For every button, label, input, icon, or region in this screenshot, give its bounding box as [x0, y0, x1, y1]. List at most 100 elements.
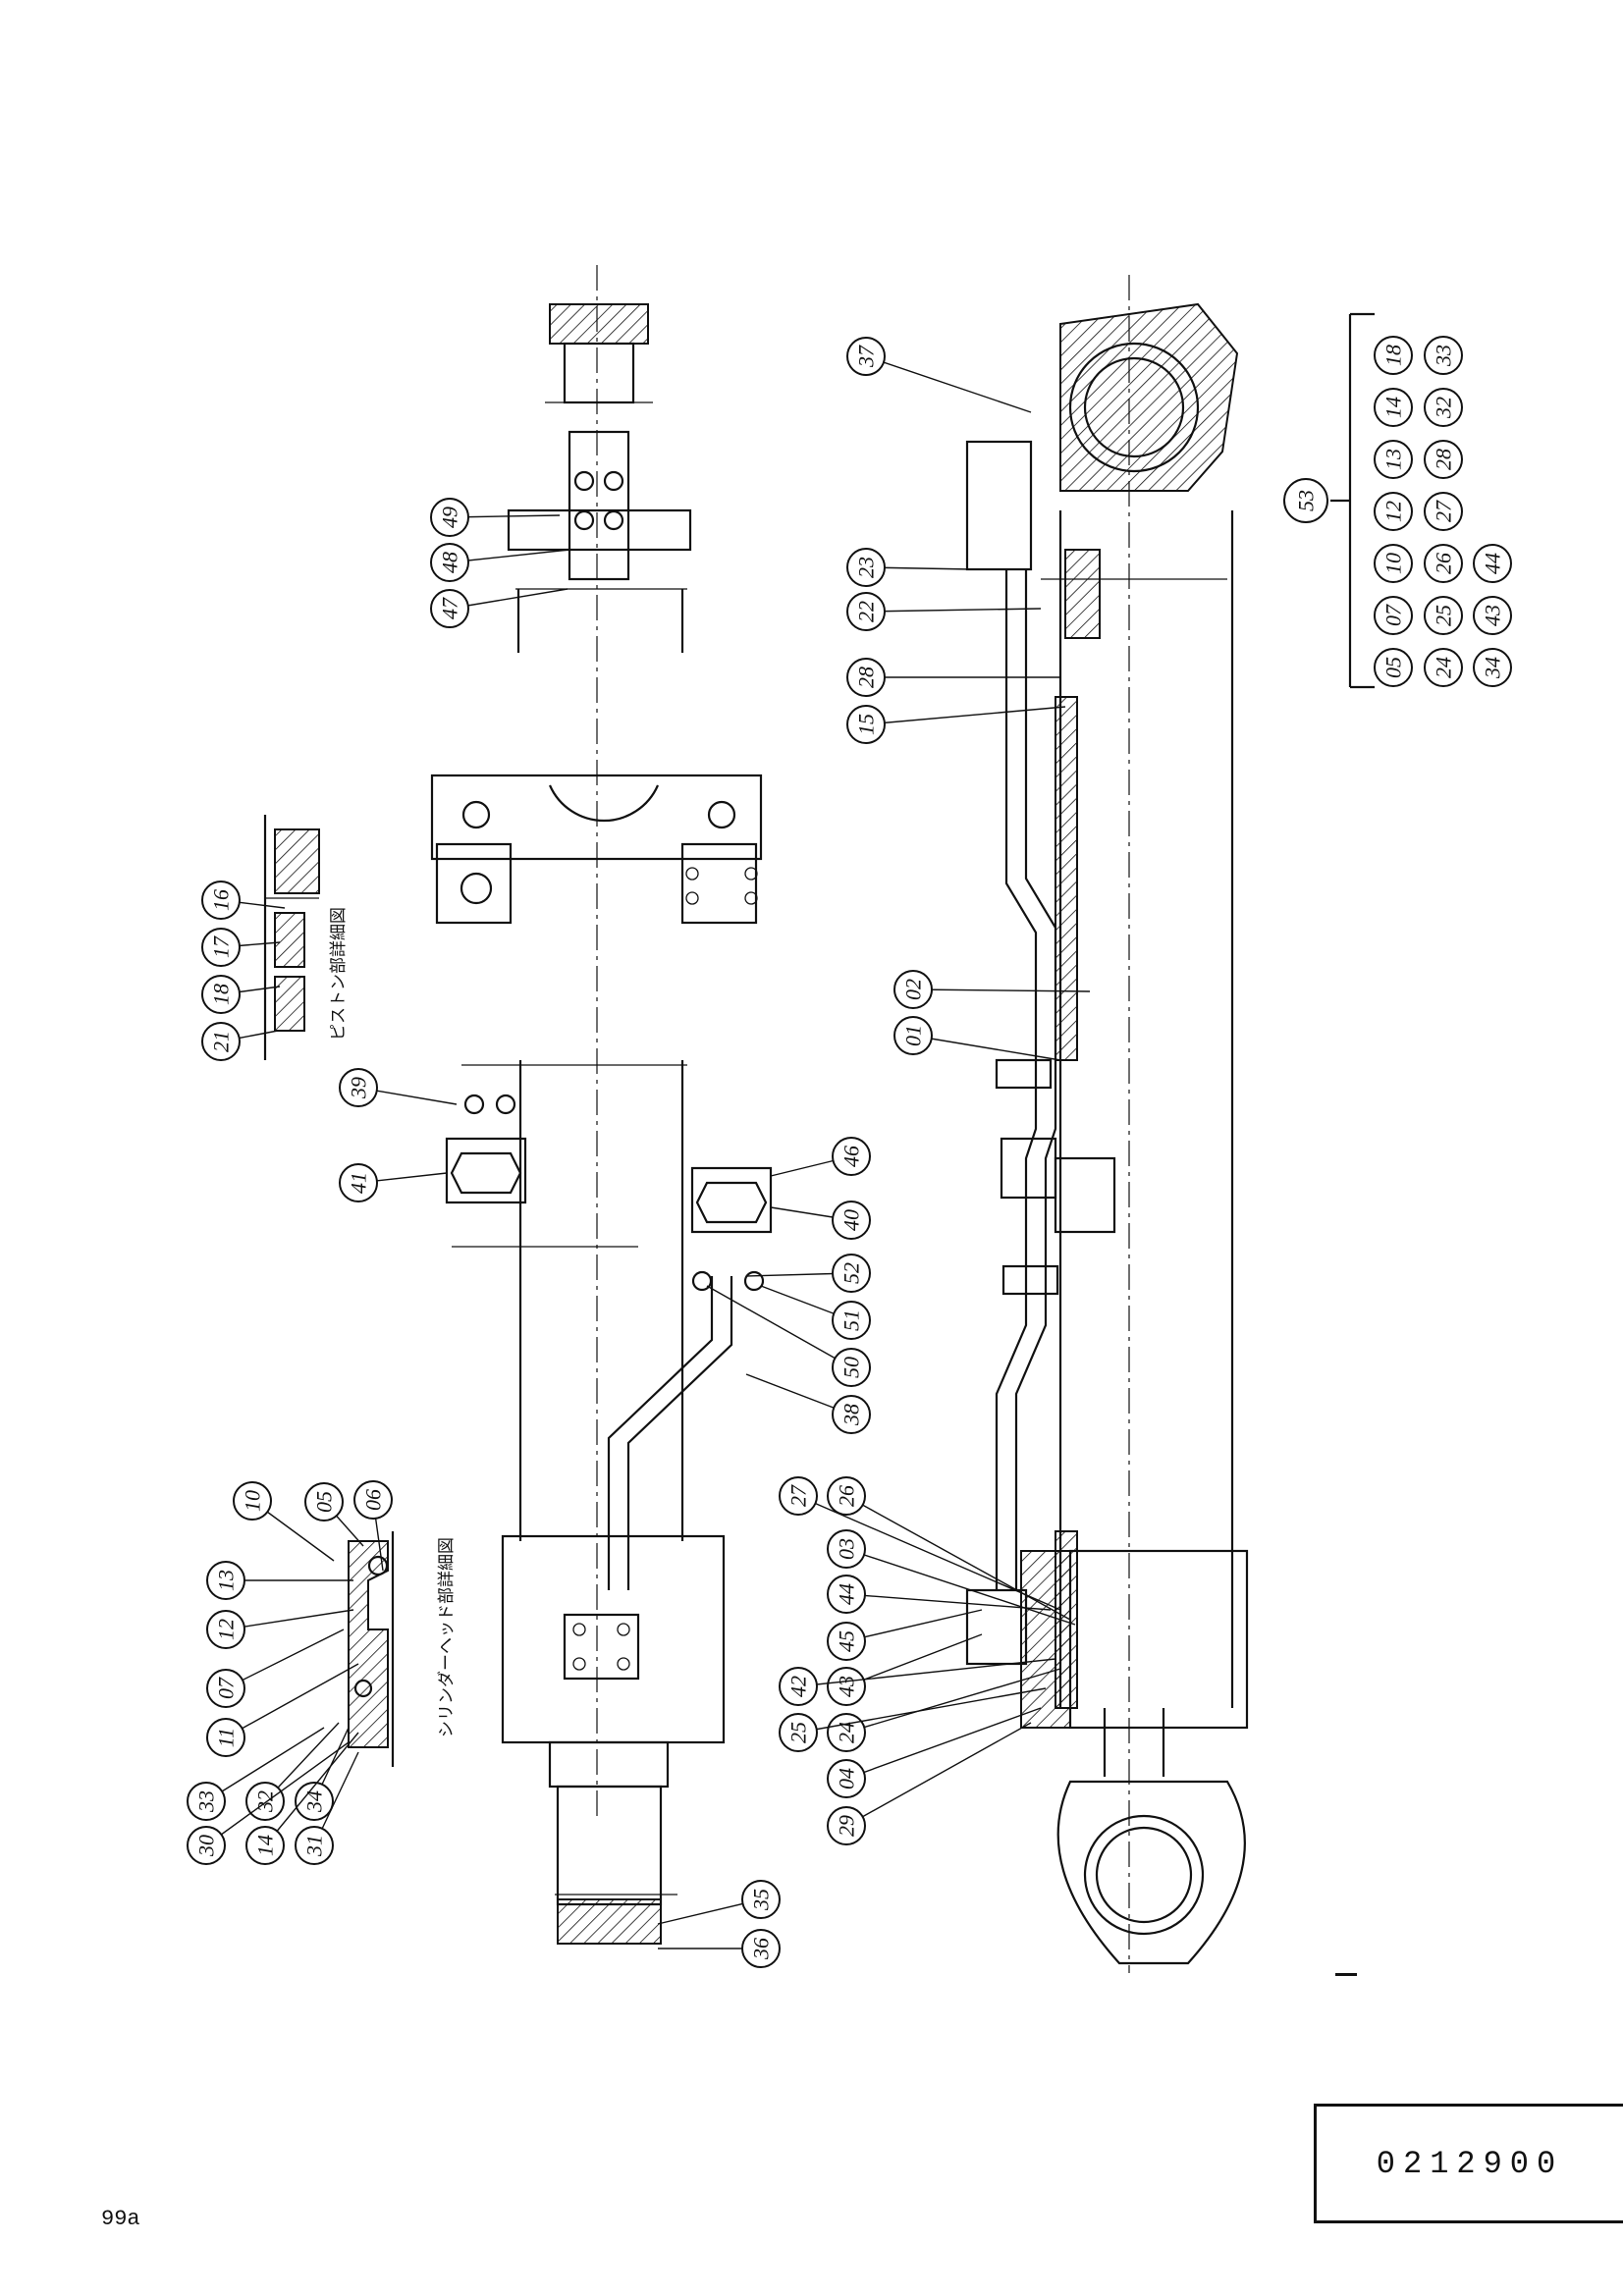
svg-text:27: 27	[1432, 500, 1456, 522]
svg-text:51: 51	[839, 1309, 864, 1331]
svg-text:07: 07	[1381, 604, 1406, 626]
left-cylinder-view	[430, 265, 773, 1945]
callout-head_detail-33: 33	[187, 1727, 325, 1821]
svg-text:05: 05	[1381, 657, 1406, 678]
svg-text:35: 35	[749, 1889, 774, 1911]
kit-item-44: 44	[1473, 544, 1512, 583]
svg-text:32: 32	[1432, 397, 1456, 419]
svg-text:05: 05	[312, 1491, 337, 1513]
callout-bracket_side-39: 39	[339, 1068, 458, 1107]
callout-main_bottom-29: 29	[827, 1722, 1032, 1845]
svg-text:43: 43	[1481, 605, 1505, 626]
svg-text:36: 36	[749, 1938, 774, 1960]
svg-text:38: 38	[839, 1404, 864, 1426]
kit-item-18: 18	[1374, 336, 1413, 375]
head-detail: シリンダーヘッド部詳細図	[348, 1531, 457, 1767]
svg-text:14: 14	[1381, 397, 1406, 418]
callout-clamp_right-40: 40	[770, 1201, 871, 1240]
callout-piston_detail-18: 18	[201, 975, 281, 1014]
svg-text:16: 16	[209, 889, 234, 911]
svg-text:31: 31	[302, 1835, 327, 1857]
callout-kit-label: 53	[1283, 478, 1328, 523]
dash-mark	[1335, 1973, 1357, 1976]
svg-text:21: 21	[209, 1031, 234, 1052]
svg-text:26: 26	[835, 1485, 859, 1507]
svg-text:30: 30	[194, 1835, 219, 1857]
callout-head_detail-06: 06	[353, 1480, 393, 1572]
svg-text:22: 22	[854, 601, 879, 622]
svg-text:40: 40	[839, 1209, 864, 1231]
svg-text:37: 37	[854, 345, 879, 368]
svg-text:24: 24	[835, 1722, 859, 1743]
svg-text:23: 23	[854, 557, 879, 578]
callout-piston_detail-21: 21	[201, 1022, 279, 1061]
svg-text:11: 11	[214, 1728, 239, 1747]
callout-main_bottom-25: 25	[779, 1687, 1047, 1752]
svg-text:46: 46	[839, 1146, 864, 1167]
svg-text:27: 27	[786, 1484, 811, 1507]
svg-text:42: 42	[786, 1676, 811, 1697]
callout-main_top-22: 22	[846, 592, 1042, 631]
svg-text:33: 33	[1432, 345, 1456, 367]
svg-text:14: 14	[253, 1835, 278, 1856]
callout-head_detail-14: 14	[245, 1732, 359, 1865]
page-code: 99a	[101, 2207, 140, 2231]
svg-text:44: 44	[1481, 553, 1505, 574]
svg-text:12: 12	[1381, 501, 1406, 522]
callout-head_detail-11: 11	[206, 1663, 359, 1757]
callout-head_detail-12: 12	[206, 1609, 354, 1649]
callout-piston_detail-17: 17	[201, 928, 281, 967]
callout-head_detail-32: 32	[245, 1722, 340, 1821]
svg-text:34: 34	[1481, 657, 1505, 679]
callout-main_bottom-04: 04	[827, 1707, 1042, 1798]
callout-left_upper-49: 49	[430, 498, 561, 537]
main-cylinder	[965, 275, 1249, 1973]
svg-text:18: 18	[209, 984, 234, 1005]
piston-detail: ピストン部詳細図	[263, 815, 349, 1060]
svg-text:39: 39	[347, 1077, 371, 1099]
svg-text:13: 13	[214, 1570, 239, 1591]
callout-main_bottom-45: 45	[827, 1609, 983, 1661]
svg-text:26: 26	[1432, 553, 1456, 574]
svg-text:28: 28	[854, 667, 879, 688]
svg-text:07: 07	[214, 1677, 239, 1699]
callout-head_detail-13: 13	[206, 1561, 353, 1600]
svg-text:02: 02	[901, 979, 926, 1000]
kit-item-27: 27	[1424, 492, 1463, 531]
svg-text:06: 06	[361, 1489, 386, 1511]
kit-group	[1330, 312, 1375, 689]
svg-text:28: 28	[1432, 449, 1456, 470]
svg-text:25: 25	[786, 1722, 811, 1743]
callout-main_top-02: 02	[893, 970, 1091, 1009]
svg-text:47: 47	[438, 597, 462, 619]
svg-text:44: 44	[835, 1583, 859, 1605]
callout-rod_end-35: 35	[657, 1880, 781, 1925]
svg-text:48: 48	[438, 552, 462, 573]
callout-clamp_right-52: 52	[745, 1254, 871, 1293]
kit-item-10: 10	[1374, 544, 1413, 583]
callout-clamp_right-50: 50	[706, 1285, 871, 1387]
kit-item-32: 32	[1424, 388, 1463, 427]
head-detail-note: シリンダーヘッド部詳細図	[437, 1537, 457, 1737]
callout-head_detail-10: 10	[233, 1481, 335, 1562]
svg-text:49: 49	[438, 507, 462, 528]
callout-bracket_side-41: 41	[339, 1163, 448, 1202]
callout-main_bottom-44: 44	[827, 1575, 1052, 1614]
svg-text:50: 50	[839, 1357, 864, 1378]
kit-item-07: 07	[1374, 596, 1413, 635]
callout-head_detail-07: 07	[206, 1629, 345, 1708]
svg-text:34: 34	[302, 1790, 327, 1813]
piston-detail-note: ピストン部詳細図	[329, 907, 349, 1041]
kit-item-33: 33	[1424, 336, 1463, 375]
svg-text:10: 10	[1381, 553, 1406, 574]
svg-text:43: 43	[835, 1676, 859, 1697]
svg-text:03: 03	[835, 1538, 859, 1560]
kit-item-05: 05	[1374, 648, 1413, 687]
callout-main_bottom-42: 42	[779, 1658, 1056, 1706]
svg-text:29: 29	[835, 1815, 859, 1837]
callout-left_upper-48: 48	[430, 543, 570, 582]
kit-item-24: 24	[1424, 648, 1463, 687]
kit-item-13: 13	[1374, 440, 1413, 479]
svg-text:52: 52	[839, 1262, 864, 1284]
